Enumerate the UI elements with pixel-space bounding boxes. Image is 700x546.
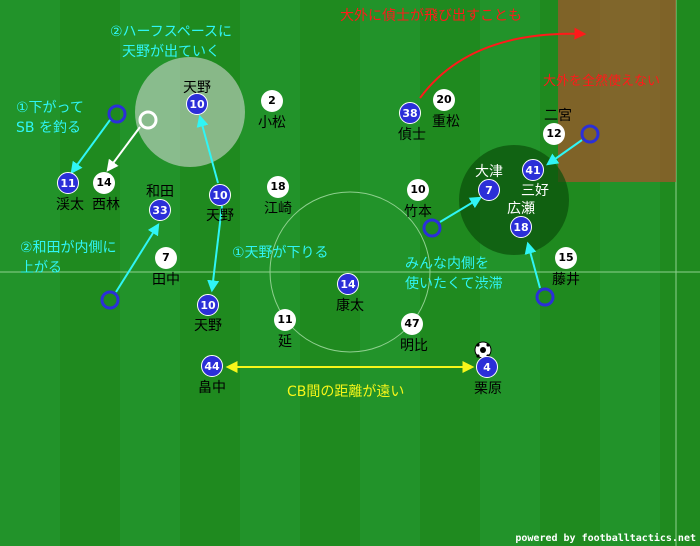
away-player-11-name: 延 (278, 334, 292, 350)
away-player-7: 7 (155, 247, 177, 269)
away-player-47: 47 (401, 313, 423, 335)
home-player-44-name: 畠中 (198, 380, 226, 396)
home-player-4: 4 (476, 356, 498, 378)
note-cb-distance: CB間の距離が遠い (287, 384, 405, 400)
home-player-41-name: 三好 (521, 183, 549, 199)
home-player-41: 41 (522, 159, 544, 181)
home-player-7: 7 (478, 179, 500, 201)
arrow-3 (196, 114, 219, 184)
arrow-6 (546, 139, 583, 166)
away-player-7-name: 田中 (152, 272, 180, 288)
away-player-10-name: 竹本 (404, 204, 432, 220)
home-player-10-name: 天野 (206, 208, 234, 224)
home-player-7-name: 大津 (475, 164, 503, 180)
arrow-2 (115, 222, 160, 293)
arrow-7 (524, 241, 541, 289)
arrow-white (106, 126, 141, 172)
arrow-red (419, 27, 587, 99)
home-player-11-name: 渓太 (56, 197, 84, 213)
center-circle (269, 191, 431, 353)
home-player-18-name: 広瀬 (507, 201, 535, 217)
away-player-12: 12 (543, 123, 565, 145)
away-player-2-name: 小松 (258, 115, 286, 131)
marker-white (138, 110, 158, 130)
home-player-33: 33 (149, 199, 171, 221)
credit-text: powered by footballtactics.net (515, 533, 696, 544)
note-wide-unused: 大外を全然使えない (543, 74, 661, 89)
away-player-15: 15 (555, 247, 577, 269)
away-player-47-name: 明比 (400, 338, 428, 354)
note-wide-run: 大外に偵士が飛び出すことも (340, 8, 522, 24)
home-player-33-name: 和田 (146, 184, 174, 200)
arrow-1 (70, 119, 111, 174)
home-player-10: 10 (197, 294, 219, 316)
home-player-18: 18 (510, 216, 532, 238)
home-player-44: 44 (201, 355, 223, 377)
away-player-20-name: 重松 (432, 114, 460, 130)
away-player-15-name: 藤井 (552, 272, 580, 288)
note-congestion: みんな内側を 使いたくて渋滞 (405, 256, 503, 292)
marker-5 (535, 287, 555, 307)
marker-4 (580, 124, 600, 144)
home-player-10: 10 (209, 184, 231, 206)
marker-1 (107, 104, 127, 124)
away-player-11: 11 (274, 309, 296, 331)
home-player-14: 14 (337, 273, 359, 295)
home-player-14-name: 康太 (336, 298, 364, 314)
away-player-14: 14 (93, 172, 115, 194)
away-player-12-name: 二宮 (544, 108, 572, 124)
note-amano-drop: ①天野が下りる (232, 245, 329, 261)
arrow-5 (439, 196, 483, 223)
home-player-11: 11 (57, 172, 79, 194)
away-player-14-name: 西林 (92, 197, 120, 213)
away-player-18-name: 江崎 (264, 201, 292, 217)
home-player-10-name: 天野 (194, 318, 222, 334)
away-player-2: 2 (261, 90, 283, 112)
arrow-4 (207, 205, 223, 293)
note-halfspace: ②ハーフスペースに 天野が出ていく (110, 24, 233, 60)
marker-2 (100, 290, 120, 310)
note-sb-pull: ①下がって SB を釣る (16, 100, 84, 136)
home-player-4-name: 栗原 (474, 381, 502, 397)
note-wada-inside: ②和田が内側に 上がる (20, 240, 117, 276)
away-player-18: 18 (267, 176, 289, 198)
home-player-10: 10 (186, 93, 208, 115)
home-player-10-name: 天野 (183, 80, 211, 96)
home-player-38-name: 偵士 (398, 127, 426, 143)
away-player-10: 10 (407, 179, 429, 201)
marker-3 (422, 218, 442, 238)
home-player-38: 38 (399, 102, 421, 124)
away-player-20: 20 (433, 89, 455, 111)
